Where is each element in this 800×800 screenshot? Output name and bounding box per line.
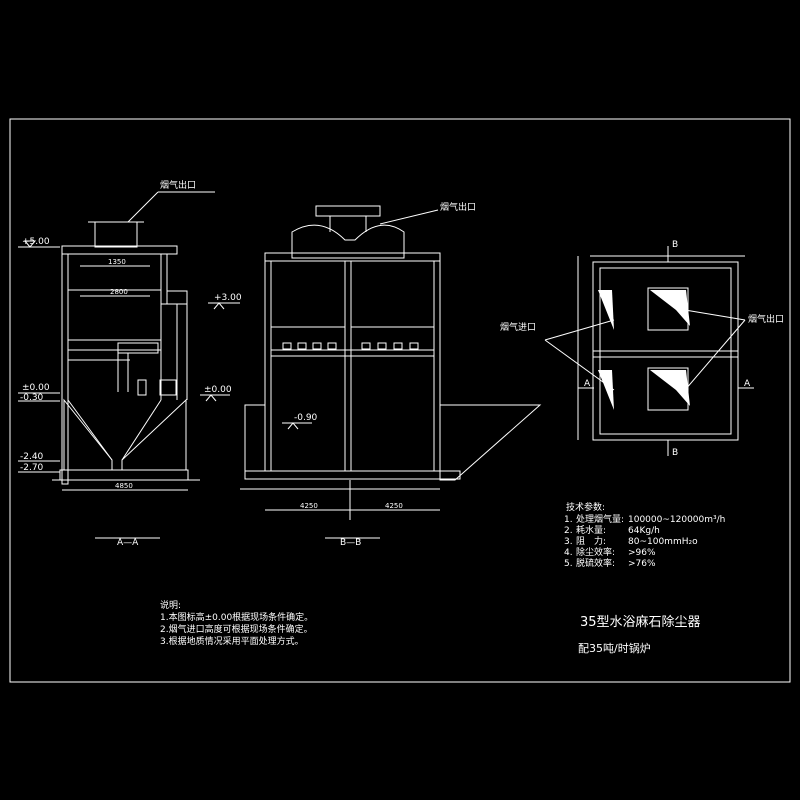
svg-text:-2.70: -2.70 <box>20 463 44 473</box>
drawing-subtitle: 配35吨/时锅炉 <box>578 642 651 655</box>
aa-outlet-duct <box>94 221 138 248</box>
svg-text:A: A <box>584 379 591 389</box>
svg-text:+5.00: +5.00 <box>22 237 50 247</box>
svg-text:80~100mmH₂o: 80~100mmH₂o <box>628 537 698 547</box>
svg-text:-0.30: -0.30 <box>20 393 44 403</box>
tech-param-row: 1. 处理烟气量: 100000~120000m³/h <box>564 513 725 525</box>
svg-text:除尘效率:: 除尘效率: <box>576 546 615 558</box>
svg-text:±0.00: ±0.00 <box>22 383 50 393</box>
svg-text:技术参数:: 技术参数: <box>566 501 605 513</box>
svg-text:A: A <box>744 379 751 389</box>
tech-param-row: 4. 除尘效率: >96% <box>564 546 656 558</box>
svg-text:说明:: 说明: <box>160 599 181 611</box>
svg-text:2.: 2. <box>564 526 573 536</box>
svg-text:脱硫效率:: 脱硫效率: <box>576 557 615 569</box>
plan-view: B B A A 烟气进口 烟气出口 <box>500 240 784 458</box>
svg-text:4250: 4250 <box>385 502 403 510</box>
svg-text:4850: 4850 <box>115 482 133 490</box>
tech-param-row: 5. 脱硫效率: >76% <box>564 557 656 569</box>
svg-text:阻 力:: 阻 力: <box>576 535 606 547</box>
section-aa: 烟气出口 4850 1350 2800 <box>18 179 242 548</box>
aa-elevation-marks: +5.00 ±0.00 -0.30 -2.40 -2.70 +3.00 <box>18 237 242 473</box>
svg-text:4.: 4. <box>564 548 573 558</box>
svg-text:3.: 3. <box>564 537 573 547</box>
svg-text:100000~120000m³/h: 100000~120000m³/h <box>628 515 725 525</box>
aa-section-label: A—A <box>117 538 139 548</box>
svg-text:B: B <box>672 240 678 250</box>
svg-text:-2.40: -2.40 <box>20 452 44 462</box>
svg-text:B: B <box>672 448 678 458</box>
bb-outlet-label: 烟气出口 <box>440 201 476 213</box>
svg-text:3.根据地质情况采用平面处理方式。: 3.根据地质情况采用平面处理方式。 <box>160 635 304 647</box>
svg-text:2.烟气进口高度可根据现场条件确定。: 2.烟气进口高度可根据现场条件确定。 <box>160 623 313 635</box>
aa-outlet-label: 烟气出口 <box>160 179 196 191</box>
svg-text:处理烟气量:: 处理烟气量: <box>576 513 624 525</box>
svg-text:+3.00: +3.00 <box>214 293 242 303</box>
drawing-frame <box>9 118 791 683</box>
tech-param-row: 2. 耗水量: 64Kg/h <box>564 524 660 536</box>
svg-text:1.本图标高±0.00根据现场条件确定。: 1.本图标高±0.00根据现场条件确定。 <box>160 611 313 623</box>
svg-text:2800: 2800 <box>110 288 128 296</box>
svg-text:±0.00: ±0.00 <box>204 385 232 395</box>
tech-params: 技术参数: 1. 处理烟气量: 100000~120000m³/h 2. 耗水量… <box>564 501 725 569</box>
svg-text:1350: 1350 <box>108 258 126 266</box>
svg-text:1.: 1. <box>564 515 573 525</box>
plan-inlet-label: 烟气进口 <box>500 321 536 333</box>
tech-param-row: 3. 阻 力: 80~100mmH₂o <box>564 535 698 547</box>
section-bb: 烟气出口 4250 4250 ±0.00 <box>200 201 542 548</box>
svg-text:5.: 5. <box>564 559 573 569</box>
plan-outlet-label: 烟气出口 <box>748 313 784 325</box>
svg-text:-0.90: -0.90 <box>294 413 318 423</box>
svg-text:64Kg/h: 64Kg/h <box>628 526 660 536</box>
title-block: 35型水浴麻石除尘器 配35吨/时锅炉 <box>578 615 701 655</box>
svg-text:>96%: >96% <box>628 548 656 558</box>
bb-section-label: B—B <box>340 538 361 548</box>
notes: 说明: 1.本图标高±0.00根据现场条件确定。 2.烟气进口高度可根据现场条件… <box>160 599 313 647</box>
svg-text:4250: 4250 <box>300 502 318 510</box>
bb-elevation-marks: ±0.00 -0.90 <box>200 385 318 430</box>
svg-text:耗水量:: 耗水量: <box>576 524 606 536</box>
drawing-title: 35型水浴麻石除尘器 <box>580 615 701 630</box>
svg-text:>76%: >76% <box>628 559 656 569</box>
